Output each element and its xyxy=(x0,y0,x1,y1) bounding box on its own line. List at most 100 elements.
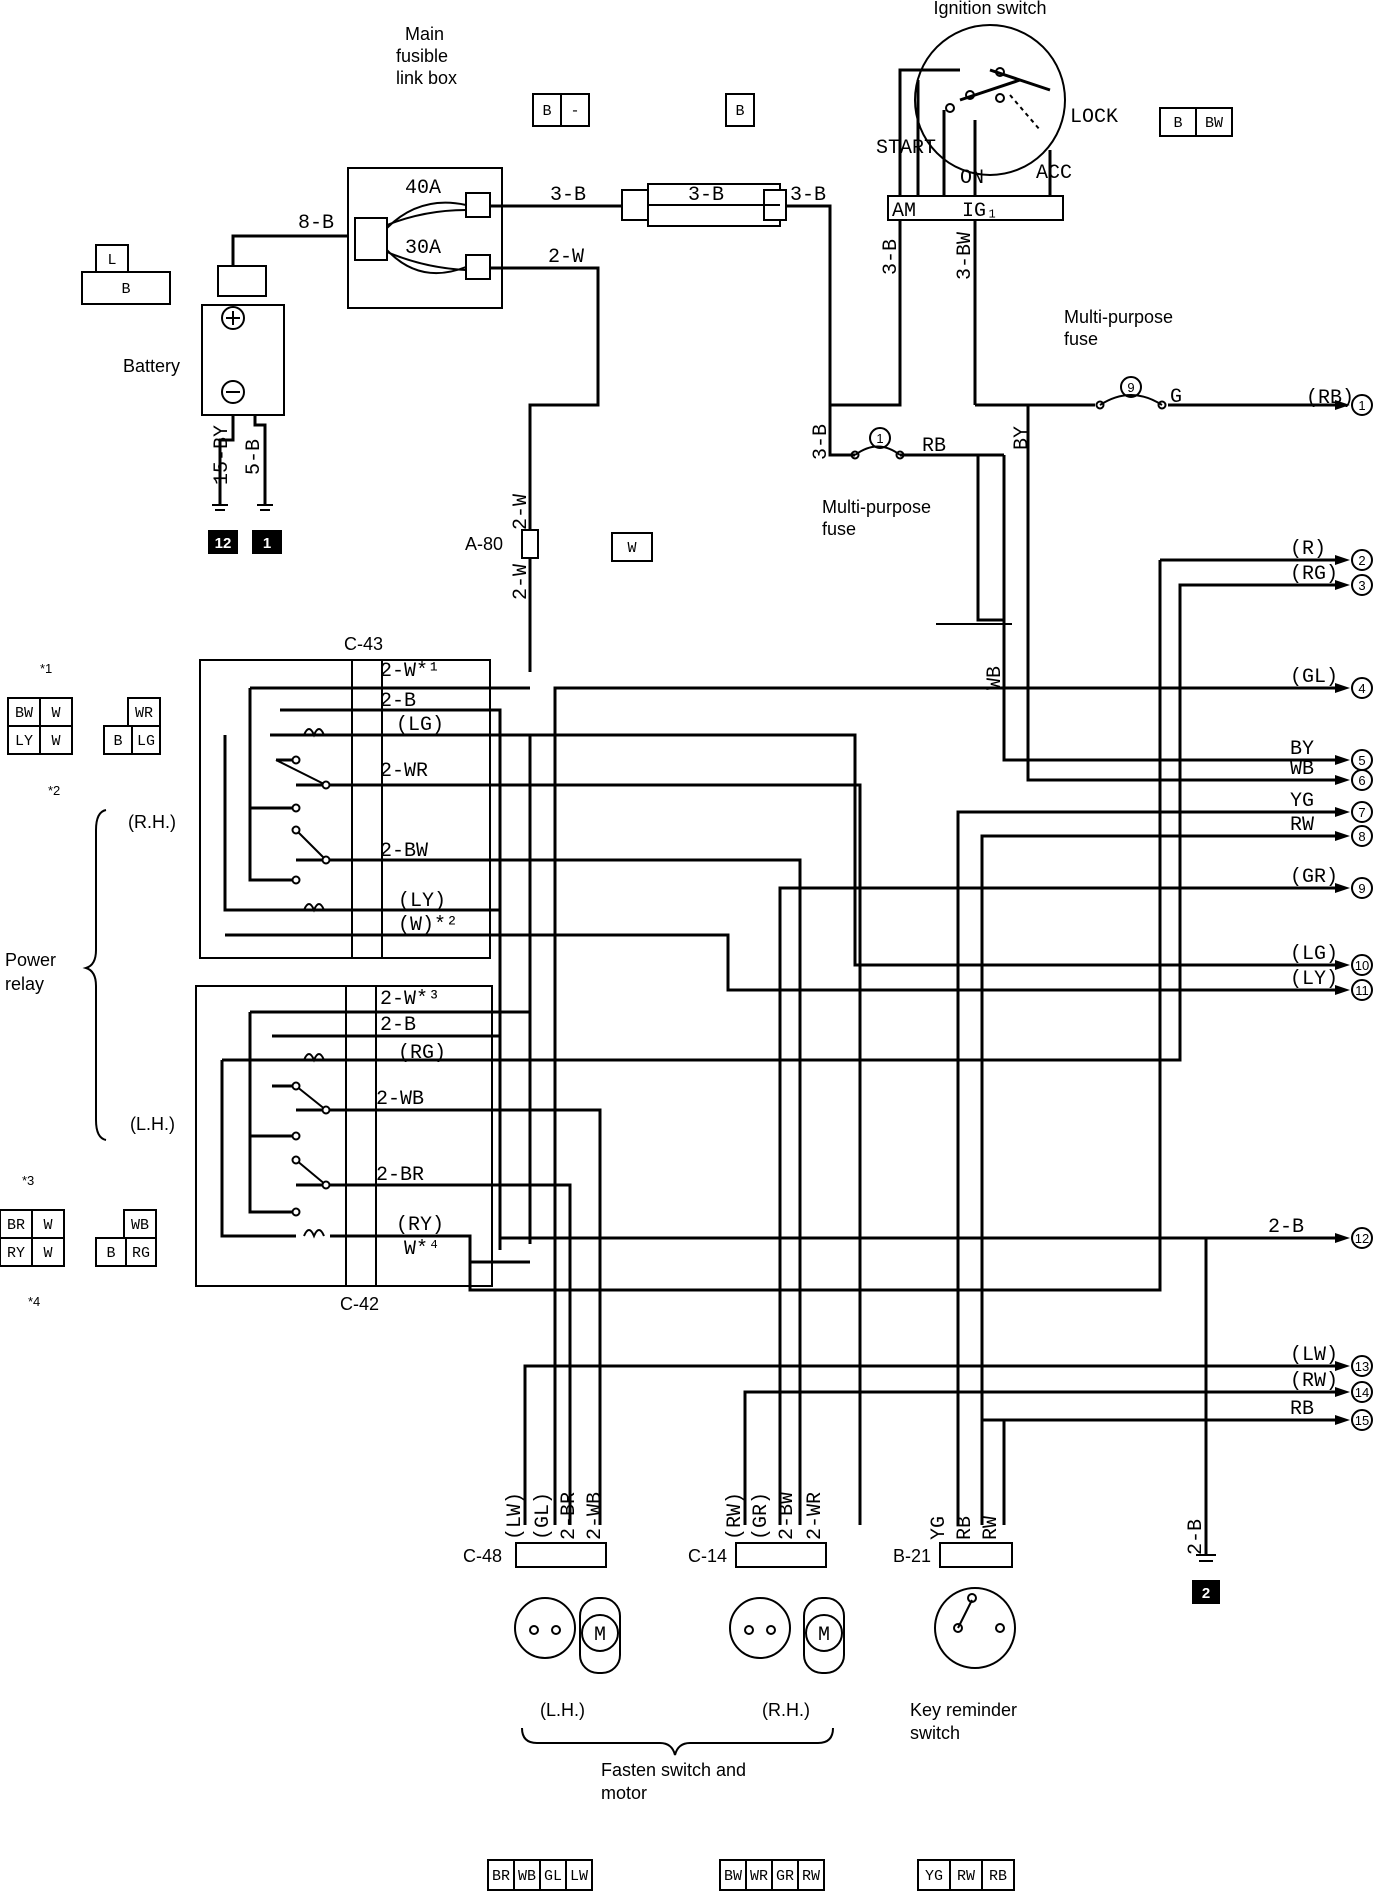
ignition-switch: Ignition switch LOCK START ON ACC AM IG₁ xyxy=(876,0,1118,223)
output-label: (LY) xyxy=(1290,968,1338,991)
motor-lh-icon: M xyxy=(594,1624,606,1647)
terminal-circle xyxy=(1351,574,1373,596)
wire-c48-2br: 2-BR xyxy=(558,1492,581,1540)
star3-label: *3 xyxy=(22,1173,34,1188)
connector-cell-label: RW xyxy=(957,1868,975,1885)
star4-label: *4 xyxy=(28,1294,40,1309)
output-terminals: 12(R)3(RG)4(GL)5BY6WB7YG8RW9(GR)10(LG)11… xyxy=(1290,394,1373,1431)
wire-5b: 5-B xyxy=(243,439,266,475)
terminal-circle xyxy=(1351,394,1373,416)
wire-c14-2bw: 2-BW xyxy=(776,1492,799,1540)
ignition-switch-label: Ignition switch xyxy=(933,0,1046,18)
output-terminal: 14(RW) xyxy=(1290,1370,1373,1403)
connector-cell-label: RG xyxy=(132,1245,150,1262)
connector-lh-top-right: WB xyxy=(123,1209,157,1239)
connector-cell-label: B xyxy=(542,103,551,120)
ig1-label: IG₁ xyxy=(962,200,998,223)
c42-label: C-42 xyxy=(340,1294,379,1314)
a80-connector xyxy=(521,529,539,559)
output-label: YG xyxy=(1290,790,1314,813)
output-number: 10 xyxy=(1355,958,1369,973)
connector-cell-label: BR xyxy=(7,1217,25,1234)
wire-c43-2wr: 2-WR xyxy=(380,760,428,783)
a80-label: A-80 xyxy=(465,534,503,554)
ground-1-badge xyxy=(252,530,282,554)
arrow-right-icon xyxy=(1335,400,1350,410)
wire-b21-rb: RB xyxy=(954,1516,977,1540)
arrow-right-icon xyxy=(1335,580,1350,590)
on-label: ON xyxy=(960,167,984,190)
terminal-circle xyxy=(1351,769,1373,791)
arrow-right-icon xyxy=(1335,960,1350,970)
output-terminal: 9(GR) xyxy=(1290,866,1373,899)
inline-fusible-link xyxy=(621,183,787,227)
output-wires xyxy=(468,405,1335,1555)
connector-cell-label: B xyxy=(113,733,122,750)
connector-cell-label: WB xyxy=(518,1868,536,1885)
connector-cell-label: BW xyxy=(724,1868,742,1885)
wire-by-vertical: BY xyxy=(1011,426,1034,450)
wire-c43-2b: 2-B xyxy=(380,690,416,713)
output-number: 8 xyxy=(1358,829,1365,844)
main-fusible-label-1: Main xyxy=(405,24,444,44)
connector-cell-label: BR xyxy=(492,1868,510,1885)
arrow-right-icon xyxy=(1335,755,1350,765)
output-number: 14 xyxy=(1355,1385,1369,1400)
ground-2: 2 2-B 2-B xyxy=(1185,1216,1304,1604)
wire-c48-lw: (LW) xyxy=(504,1492,527,1540)
wire-c43-2w: 2-W*¹ xyxy=(380,660,440,683)
connector-cell-label: L xyxy=(107,252,116,269)
multi-fuse-9: 9 G (RB) Multi-purpose fuse xyxy=(1064,307,1354,410)
wire-wb-vertical: WB xyxy=(984,666,1007,690)
terminal-circle xyxy=(1351,1227,1373,1249)
connector-cell-label: W xyxy=(43,1245,52,1262)
output-terminal: 2(R) xyxy=(1290,538,1373,571)
wire-3b-a: 3-B xyxy=(550,184,586,207)
key-reminder-switch: B-21 YG RB RW Key reminder switch xyxy=(893,1516,1017,1743)
terminal-circle xyxy=(1351,825,1373,847)
wire-c43-lg: (LG) xyxy=(396,714,444,737)
output-number: 5 xyxy=(1358,753,1365,768)
star1-label: *1 xyxy=(40,661,52,676)
output-number: 7 xyxy=(1358,805,1365,820)
output-number: 4 xyxy=(1358,681,1365,696)
output-number: 1 xyxy=(1358,398,1365,413)
connector-b-small: B xyxy=(725,93,755,127)
terminal-circle xyxy=(1351,877,1373,899)
star2-label: *2 xyxy=(48,783,60,798)
output-terminal: 7 YG xyxy=(1290,790,1373,823)
output-number: 13 xyxy=(1355,1359,1369,1374)
c43-label: C-43 xyxy=(344,634,383,654)
fasten-label-1: Fasten switch and xyxy=(601,1760,746,1780)
connector-cell-label: RY xyxy=(7,1245,25,1262)
battery: Battery xyxy=(123,265,285,416)
arrow-right-icon xyxy=(1335,883,1350,893)
output-terminal: 6WB xyxy=(1290,758,1373,791)
lock-label: LOCK xyxy=(1070,106,1118,129)
power-relay-lh: C-42 2-W*³ 2-B (RG) 2-WB 2-BR (RY) W*⁴ xyxy=(195,583,1335,1525)
wire-c43-2bw: 2-BW xyxy=(380,840,428,863)
am-label: AM xyxy=(892,200,916,223)
connector-cell-label: WR xyxy=(750,1868,768,1885)
wire-c42-2b: 2-B xyxy=(380,1014,416,1037)
output-label: (LG) xyxy=(1290,943,1338,966)
key-reminder-label-1: Key reminder xyxy=(910,1700,1017,1720)
output-number: 6 xyxy=(1358,773,1365,788)
rh-label: (R.H.) xyxy=(128,812,176,832)
connector-cell-label: GR xyxy=(776,1868,794,1885)
output-label: (R) xyxy=(1290,538,1326,561)
wire-g: G xyxy=(1170,386,1182,409)
connector-cell-label: LW xyxy=(570,1868,588,1885)
wire-3b-c: 3-B xyxy=(790,184,826,207)
multi-fuse-1: 1 RB Multi-purpose fuse xyxy=(822,427,946,539)
arrow-right-icon xyxy=(1335,1361,1350,1371)
arrow-right-icon xyxy=(1335,775,1350,785)
main-fusible-label-2: fusible xyxy=(396,46,448,66)
arrow-right-icon xyxy=(1335,807,1350,817)
output-terminal: 3(RG) xyxy=(1290,563,1373,596)
